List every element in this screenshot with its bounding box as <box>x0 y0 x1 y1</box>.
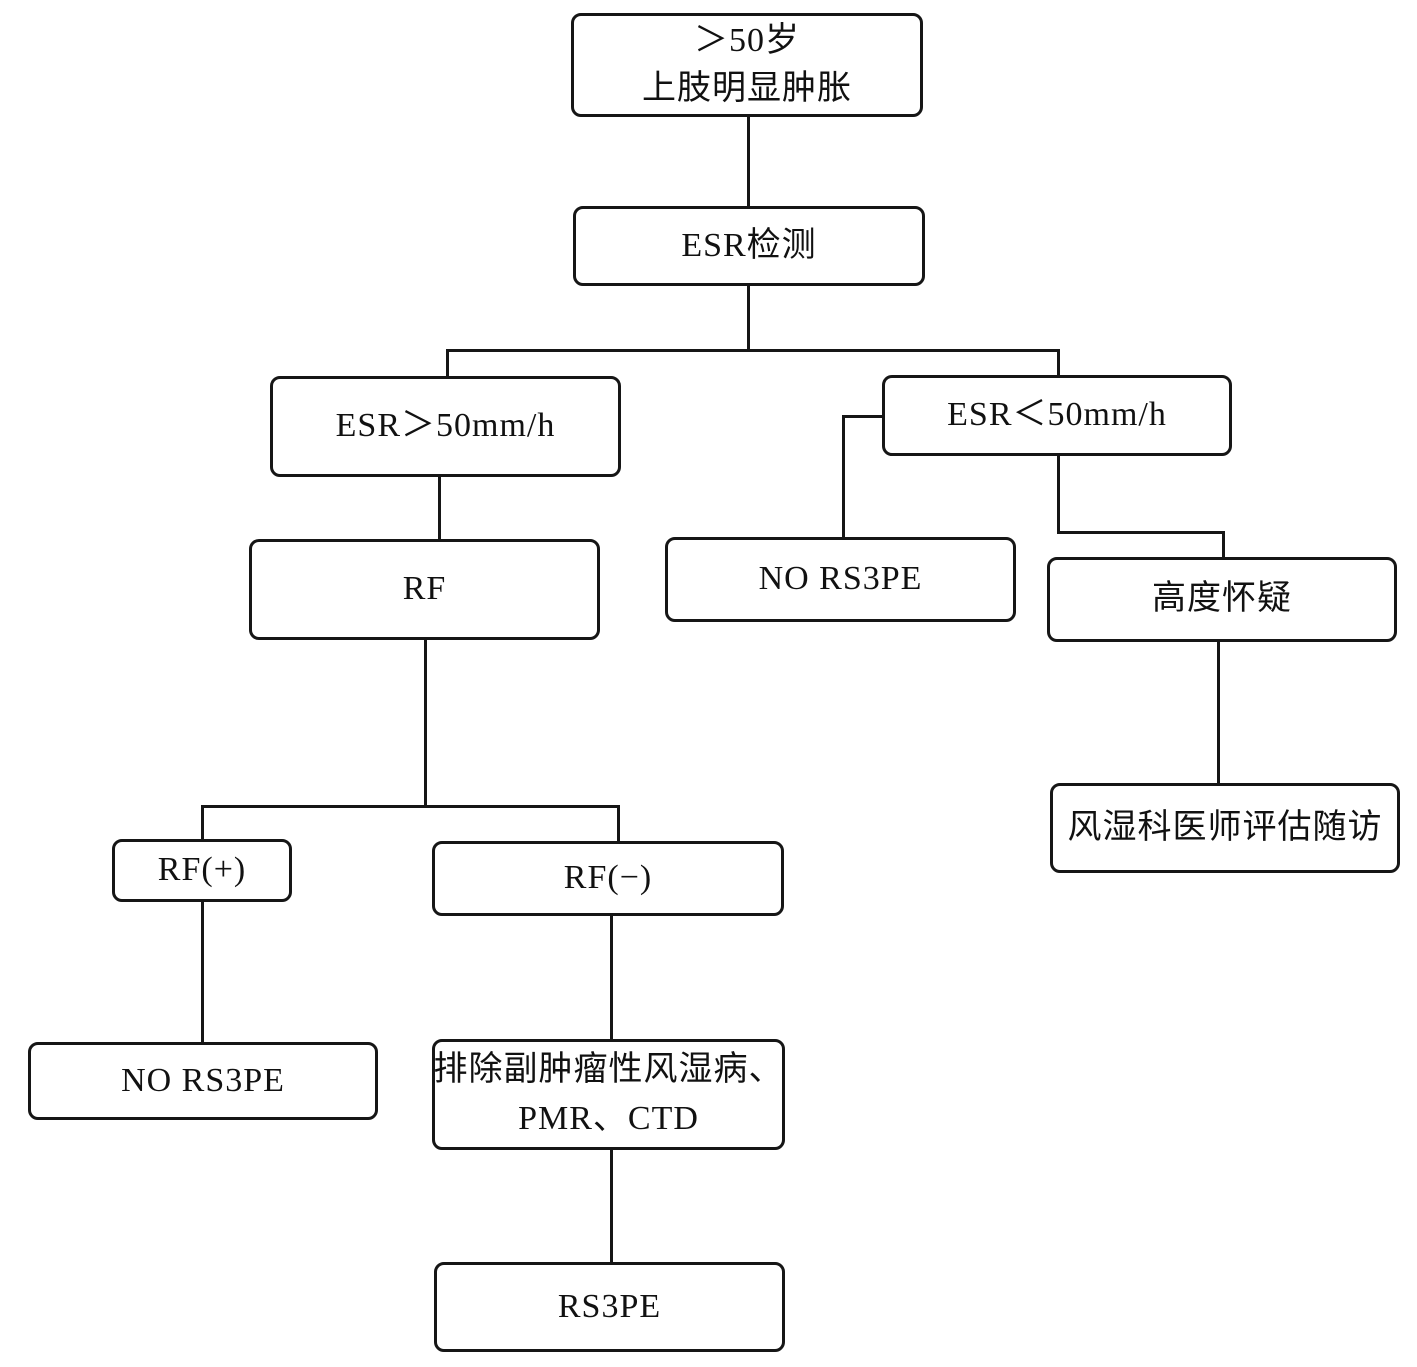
node-high-suspicion: 高度怀疑 <box>1047 557 1397 642</box>
node-no-rs3pe-mid-label: NO RS3PE <box>758 560 923 598</box>
node-no-rs3pe-left: NO RS3PE <box>28 1042 378 1120</box>
edge-split-esrlow <box>1057 349 1060 376</box>
edge-split-esrhigh <box>446 349 449 377</box>
edge-rfsplit-bar <box>201 805 620 808</box>
node-rheumatologist-followup: 风湿科医师评估随访 <box>1050 783 1400 873</box>
edge-rfneg-exclude <box>610 915 613 1040</box>
node-exclude-line2: PMR、CTD <box>518 1099 699 1137</box>
node-exclude-line1: 排除副肿瘤性风湿病、 <box>433 1051 784 1089</box>
node-rs3pe: RS3PE <box>434 1262 785 1352</box>
edge-esrhigh-rf <box>438 476 441 540</box>
node-esr-high: ESR＞50mm/h <box>270 376 621 477</box>
node-start-line2: 上肢明显肿胀 <box>642 70 852 107</box>
node-start-line1: ＞50岁 <box>694 21 800 59</box>
node-esr-high-label: ESR＞50mm/h <box>335 407 556 445</box>
node-no-rs3pe-mid: NO RS3PE <box>665 537 1016 622</box>
edge-rf-stem <box>424 639 427 807</box>
node-rs3pe-label: RS3PE <box>557 1287 662 1325</box>
edge-suspicion-followup <box>1217 641 1220 784</box>
edge-rfsplit-rfneg <box>617 805 620 842</box>
edge-exclude-rs3pe <box>610 1149 613 1263</box>
edge-esrlow-suspicion-h <box>1057 531 1225 534</box>
edge-esrtest-stem <box>747 286 750 350</box>
node-rf-positive-label: RF(+) <box>157 851 247 889</box>
node-rf-negative-label: RF(−) <box>563 859 653 897</box>
edge-esrlow-nors3pe-v <box>842 415 845 538</box>
node-rf: RF <box>249 539 600 640</box>
node-esr-test: ESR检测 <box>573 206 925 286</box>
node-no-rs3pe-left-label: NO RS3PE <box>121 1061 285 1099</box>
edge-esrlow-nors3pe-h <box>842 415 884 418</box>
node-high-suspicion-label: 高度怀疑 <box>1152 580 1292 618</box>
node-exclude: 排除副肿瘤性风湿病、 PMR、CTD <box>432 1039 785 1150</box>
edge-rfsplit-rfpos <box>201 805 204 840</box>
node-rf-positive: RF(+) <box>112 839 292 902</box>
edge-esrlow-suspicion-v1 <box>1057 455 1060 534</box>
node-rheumatologist-followup-label: 风湿科医师评估随访 <box>1067 808 1383 846</box>
edge-esrlow-suspicion-v2 <box>1222 531 1225 558</box>
node-start: ＞50岁 上肢明显肿胀 <box>571 13 923 117</box>
node-esr-low: ESR＜50mm/h <box>882 375 1232 456</box>
edge-start-esrtest <box>747 117 750 207</box>
node-esr-low-label: ESR＜50mm/h <box>947 396 1167 434</box>
edge-split-bar <box>446 349 1060 352</box>
edge-rfpos-nors3pe <box>201 901 204 1043</box>
node-rf-label: RF <box>402 570 447 608</box>
node-esr-test-label: ESR检测 <box>681 226 817 264</box>
node-rf-negative: RF(−) <box>432 841 784 916</box>
